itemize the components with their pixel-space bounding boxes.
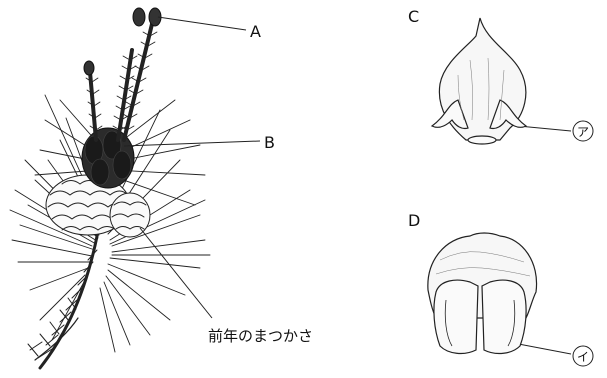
label-b: B xyxy=(264,133,275,152)
label-part-a: ア xyxy=(577,125,589,139)
label-part-a-circle: ア xyxy=(573,121,593,141)
pine-branch-illustration xyxy=(10,8,210,368)
label-c: C xyxy=(408,7,419,26)
label-d: D xyxy=(408,211,420,230)
label-a: A xyxy=(250,22,261,41)
label-previous-year-cone: 前年のまつかさ xyxy=(208,327,313,345)
label-part-i: イ xyxy=(577,350,589,364)
male-scale-d-illustration xyxy=(428,233,537,353)
female-scale-c-illustration xyxy=(432,18,526,144)
label-part-i-circle: イ xyxy=(573,346,593,366)
